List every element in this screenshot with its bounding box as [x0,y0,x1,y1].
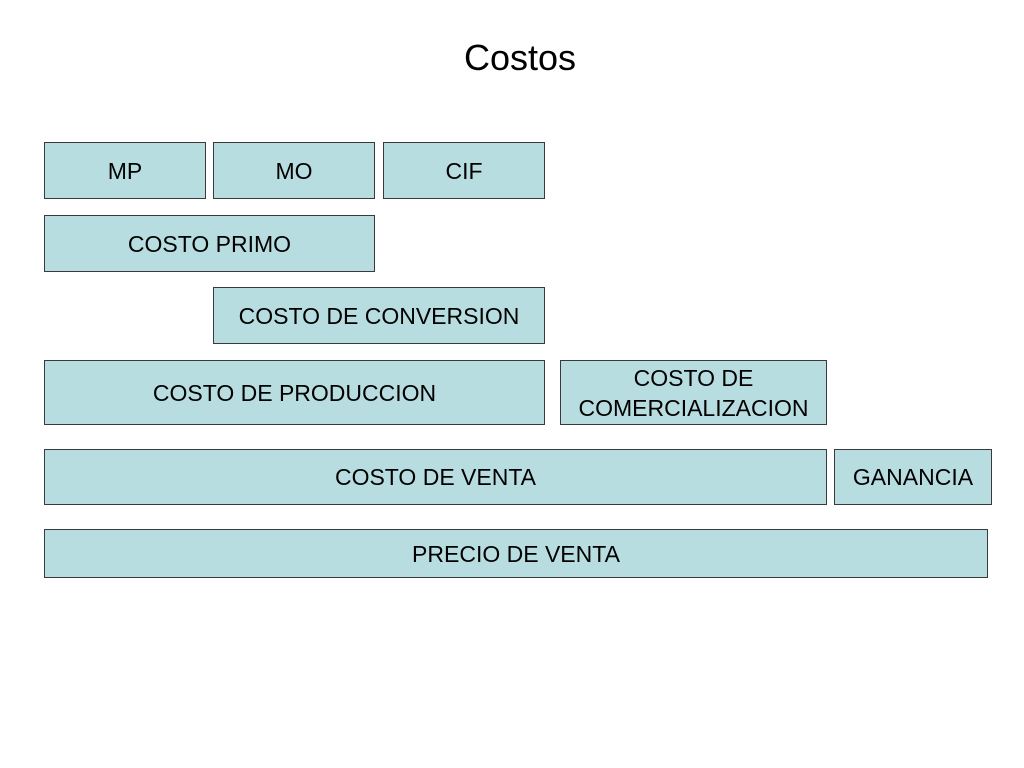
box-precio-venta-label: PRECIO DE VENTA [412,540,620,567]
box-costo-primo-label: COSTO PRIMO [127,230,292,257]
box-costo-primo: COSTO PRIMO [44,215,375,272]
box-cif-label: CIF [445,157,483,184]
box-costo-produccion-label: COSTO DE PRODUCCION [152,379,437,406]
box-mp-label: MP [107,157,143,184]
box-ganancia-label: GANANCIA [852,464,974,490]
box-mo-label: MO [275,157,313,184]
box-costo-conversion-label: COSTO DE CONVERSION [238,302,520,329]
box-precio-venta: PRECIO DE VENTA [44,529,988,578]
box-costo-produccion: COSTO DE PRODUCCION [44,360,545,425]
box-ganancia: GANANCIA [834,449,992,505]
box-costo-comercializacion: COSTO DE COMERCIALIZACION [560,360,827,425]
box-costo-conversion: COSTO DE CONVERSION [213,287,545,344]
box-costo-comercializacion-line2: COMERCIALIZACION [578,394,809,421]
box-costo-venta-label: COSTO DE VENTA [334,464,537,490]
box-cif: CIF [383,142,545,199]
box-mo: MO [213,142,375,199]
box-costo-venta: COSTO DE VENTA [44,449,827,505]
box-costo-comercializacion-line1: COSTO DE [633,364,754,391]
page-title: Costos [463,37,577,78]
box-mp: MP [44,142,206,199]
